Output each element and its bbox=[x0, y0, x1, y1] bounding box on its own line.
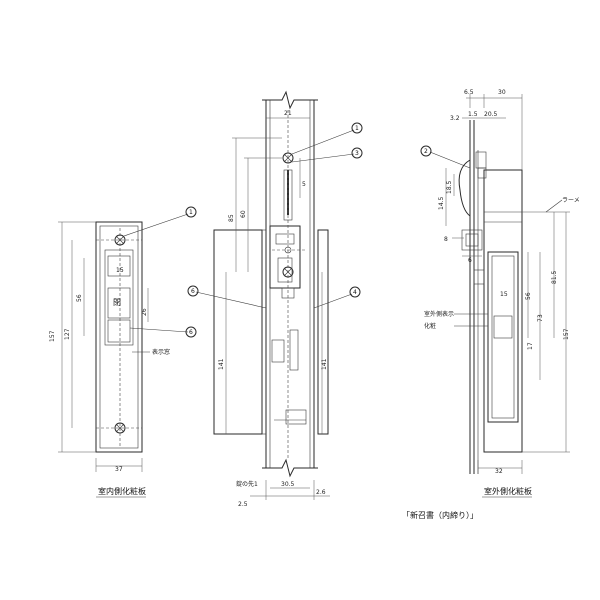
indoor-plate-view: 15 閉 157 127 56 26 37 1 6 表示窓 室内側化粧板 bbox=[49, 206, 197, 498]
out-note-2: 化粧 bbox=[424, 322, 436, 330]
mid-dim-21: 21 bbox=[284, 110, 292, 117]
indoor-indicator: 閉 bbox=[113, 298, 121, 307]
mid-dim-5: 5 bbox=[302, 181, 306, 188]
svg-text:6: 6 bbox=[191, 288, 195, 295]
callout-4-middle bbox=[349, 286, 361, 298]
footnote: 「新召書（内締り）」 bbox=[402, 510, 478, 520]
mid-dim-141-left: 141 bbox=[218, 358, 225, 370]
out-dim-30: 30 bbox=[498, 89, 506, 96]
callout-2-outdoor bbox=[420, 145, 432, 157]
indoor-dim-26: 26 bbox=[141, 308, 148, 316]
out-dim-6-5: 6.5 bbox=[464, 89, 474, 96]
indoor-num-15: 15 bbox=[116, 267, 124, 274]
indoor-plate-outline bbox=[95, 221, 143, 453]
indoor-title: 室内側化粧板 bbox=[98, 486, 146, 496]
callout-3-middle bbox=[351, 147, 363, 159]
callout-1-indoor bbox=[185, 206, 197, 218]
indoor-window bbox=[104, 249, 134, 346]
mid-bottom-note: 錠の先1 bbox=[236, 480, 258, 488]
mid-dim-30-5: 30.5 bbox=[281, 481, 295, 488]
outdoor-plate-view: 6.5 30 3.2 1.5 20.5 14.5 18.5 8 6 56 73 … bbox=[420, 89, 580, 498]
out-dim-56: 56 bbox=[525, 292, 532, 300]
indoor-dim-37: 37 bbox=[115, 466, 123, 473]
lock-body bbox=[269, 225, 301, 289]
outdoor-title: 室外側化粧板 bbox=[484, 486, 532, 496]
middle-section-view: 21 85 60 5 141 141 30.5 2.5 2.6 錠の先1 1 3… bbox=[187, 90, 363, 508]
outdoor-plate-outline bbox=[483, 169, 523, 453]
outdoor-window bbox=[487, 251, 519, 423]
callout-6-indoor bbox=[185, 326, 197, 338]
out-dim-14-5: 14.5 bbox=[438, 196, 445, 210]
svg-text:4: 4 bbox=[353, 289, 357, 296]
out-dim-32: 32 bbox=[495, 468, 503, 475]
mid-dim-2-5-left: 2.5 bbox=[238, 501, 248, 508]
out-dim-73: 73 bbox=[537, 314, 544, 322]
middle-right-plate bbox=[317, 229, 329, 435]
indoor-note: 表示窓 bbox=[152, 348, 170, 356]
out-note-1: 室外側表示 bbox=[424, 310, 454, 318]
indoor-plate-inner bbox=[99, 225, 139, 449]
latch-hook bbox=[458, 159, 471, 217]
mid-dim-60: 60 bbox=[240, 210, 247, 218]
callout-6-middle bbox=[187, 285, 199, 297]
indoor-dim-127: 127 bbox=[64, 328, 71, 340]
out-dim-6: 6 bbox=[468, 257, 472, 264]
middle-left-plate bbox=[213, 229, 263, 435]
out-dim-8: 8 bbox=[444, 236, 448, 243]
indoor-knob bbox=[107, 319, 131, 343]
out-dim-81-5: 81.5 bbox=[551, 270, 558, 284]
out-dim-157: 157 bbox=[563, 328, 570, 340]
indoor-dim-56: 56 bbox=[76, 294, 83, 302]
out-dim-1-5: 1.5 bbox=[468, 111, 478, 118]
svg-text:2: 2 bbox=[424, 148, 428, 155]
indoor-window-upper bbox=[107, 255, 131, 277]
mid-dim-141-right: 141 bbox=[321, 358, 328, 370]
svg-text:6: 6 bbox=[189, 329, 193, 336]
out-dim-20-5: 20.5 bbox=[484, 111, 498, 118]
svg-text:1: 1 bbox=[189, 209, 193, 216]
svg-text:1: 1 bbox=[355, 125, 359, 132]
callout-1-middle bbox=[351, 122, 363, 134]
out-dim-18-5: 18.5 bbox=[446, 180, 453, 194]
out-dim-3-2: 3.2 bbox=[450, 115, 460, 122]
out-dim-17: 17 bbox=[527, 342, 534, 350]
indoor-window-mid bbox=[107, 287, 131, 319]
break-bottom bbox=[262, 458, 318, 478]
out-note-r: ラーメ bbox=[562, 197, 580, 204]
break-top bbox=[262, 90, 318, 110]
indoor-dim-157: 157 bbox=[49, 330, 56, 342]
svg-text:3: 3 bbox=[355, 150, 359, 157]
mid-dim-85: 85 bbox=[228, 214, 235, 222]
mid-dim-2-5-right: 2.6 bbox=[316, 489, 326, 496]
out-dim-15: 15 bbox=[500, 291, 508, 298]
